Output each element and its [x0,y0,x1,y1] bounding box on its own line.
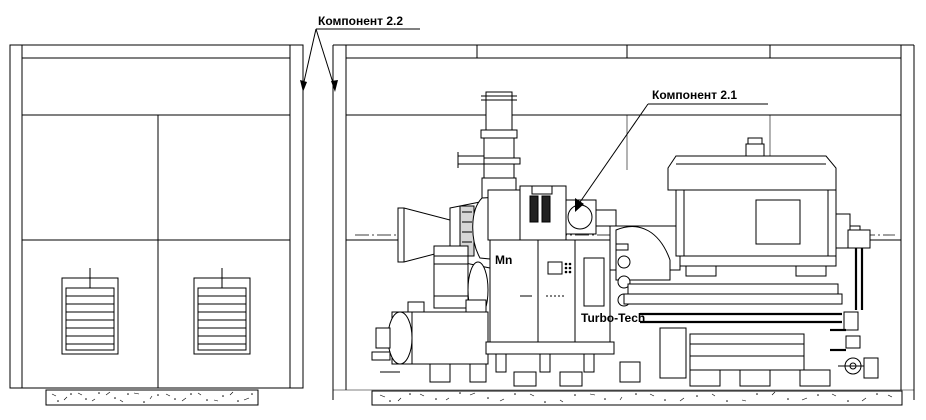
panel-badge: Mn [495,253,512,267]
compressor-volute [472,185,617,263]
coupling-housing [609,225,681,307]
left-louver-1 [61,268,119,355]
inlet-stack [457,91,521,199]
electric-motor [667,137,861,277]
right-concrete-base [371,390,903,406]
intake-piping [433,245,489,341]
discharge-piping [830,229,879,379]
annotation-component-2-1 [575,103,768,212]
left-concrete-base [45,389,259,406]
control-cabinet [485,239,615,387]
annotation-component-2-2 [300,28,420,92]
label-component-2-2: Компонент 2.2 [318,14,403,28]
skid-frame [619,283,843,387]
vendor-mark: Turbo-Tech [581,311,645,325]
right-enclosure [332,44,915,400]
left-enclosure [9,44,304,389]
label-component-2-1: Компонент 2.1 [652,88,737,102]
separator-tank [371,301,489,383]
left-louver-2 [193,268,251,355]
